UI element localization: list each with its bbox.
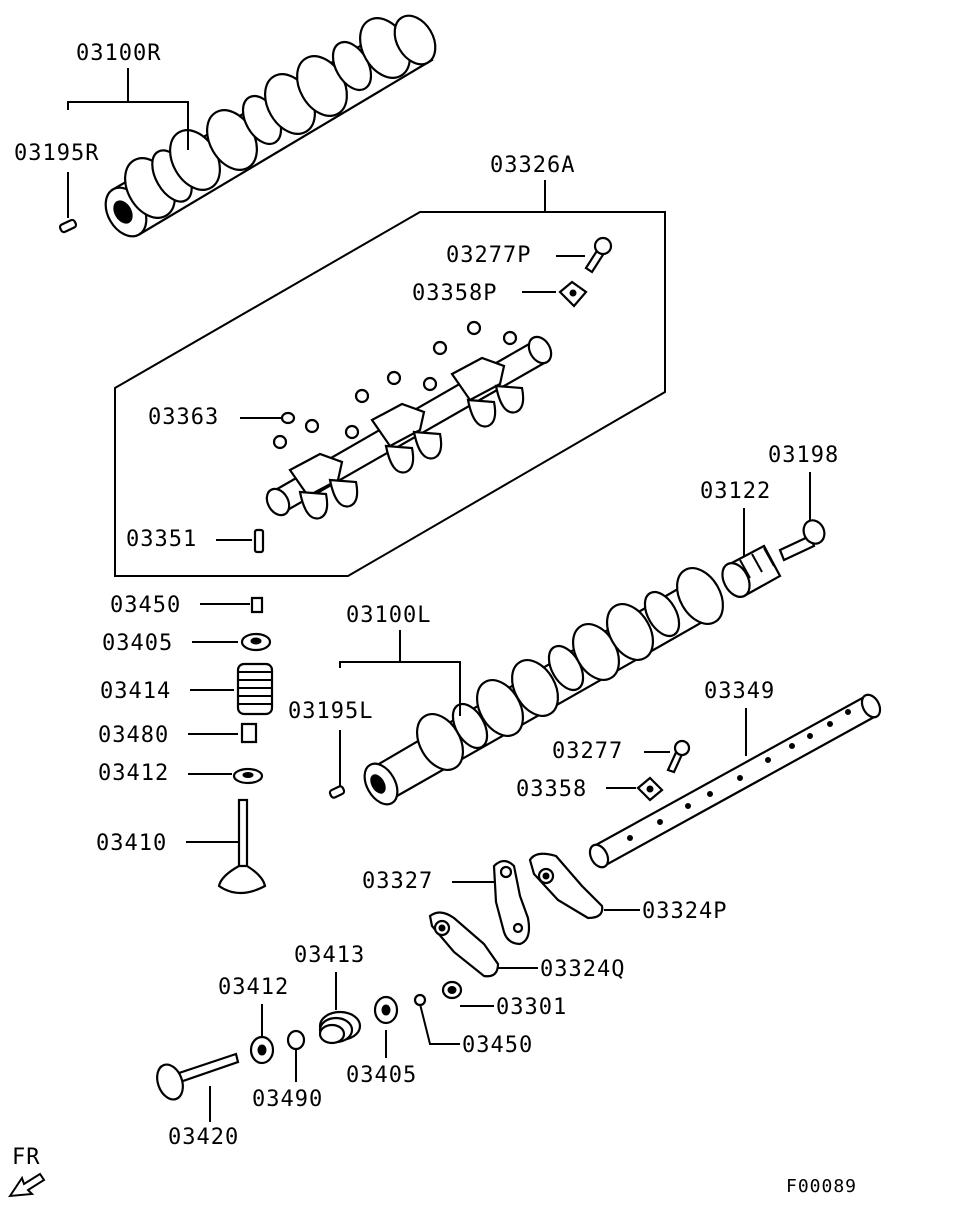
screw-03351-part (253, 528, 265, 554)
leader-retainer-lock-bottom (419, 1003, 460, 1045)
label-camshaft-left: 03100L (346, 603, 431, 628)
leader-camshaft-right-2 (128, 101, 189, 150)
label-retainer-lock-bottom: 03450 (462, 1033, 533, 1058)
sprocket-03122-part (721, 544, 782, 598)
label-stem-seal-exhaust: 03480 (98, 723, 169, 748)
direction-label: FR (12, 1145, 41, 1170)
label-spring-intake: 03413 (294, 943, 365, 968)
retainer-lock-bottom-part (413, 993, 427, 1007)
label-adjuster-03301: 03301 (496, 995, 567, 1020)
leader-camshaft-left (339, 630, 401, 668)
figure-code: F00089 (786, 1176, 857, 1197)
direction-arrow-icon (8, 1172, 46, 1198)
intake-valve-part (156, 1052, 240, 1101)
washer-03358-part (636, 776, 664, 802)
stem-seal-exhaust-part (240, 722, 258, 744)
bolt-03198-part (778, 519, 826, 562)
leader-camshaft-right (67, 68, 129, 110)
dowel-pin-right-part (58, 218, 78, 234)
label-bolt-03277: 03277 (552, 739, 623, 764)
adjuster-03301-part (441, 980, 463, 1000)
bolt-03277p-part (584, 236, 613, 274)
rocker-arm-03324q-part (428, 911, 500, 978)
label-rocker-arm-03327: 03327 (362, 869, 433, 894)
label-bolt-03198: 03198 (768, 443, 839, 468)
rocker-arm-03324p-part (528, 852, 604, 920)
label-retainer-lock-top: 03450 (110, 593, 181, 618)
label-washer-03358: 03358 (516, 777, 587, 802)
retainer-top-part (240, 632, 272, 652)
label-stem-seal-intake: 03490 (252, 1087, 323, 1112)
rocker-assembly-frame (114, 211, 666, 577)
label-washer-03358p: 03358P (412, 281, 497, 306)
spring-exhaust-part (236, 662, 274, 716)
spring-intake-part (318, 1010, 362, 1045)
label-screw-03351: 03351 (126, 527, 197, 552)
stem-seal-intake-part (286, 1029, 306, 1051)
label-rocker-arm-03324p: 03324P (642, 899, 727, 924)
label-dowel-pin-right: 03195R (14, 141, 99, 166)
label-camshaft-right: 03100R (76, 41, 161, 66)
label-intake-valve: 03420 (168, 1125, 239, 1150)
bolt-03277-part (666, 739, 691, 774)
label-rocker-shaft: 03349 (704, 679, 775, 704)
label-retainer-top: 03405 (102, 631, 173, 656)
retainer-bottom-part (373, 995, 399, 1025)
spring-seat-exhaust-part (232, 767, 264, 785)
label-rocker-arm-03324q: 03324Q (540, 957, 625, 982)
leader-camshaft-left-2 (400, 661, 461, 716)
dowel-pin-left-part (328, 785, 346, 799)
label-rocker-arm-assembly: 03326A (490, 153, 575, 178)
rocker-arm-assembly-part (265, 320, 553, 520)
retainer-lock-top-part (250, 596, 264, 614)
label-dowel-pin-left: 03195L (288, 699, 373, 724)
label-spring-seat-intake: 03412 (218, 975, 289, 1000)
label-retainer-bottom: 03405 (346, 1063, 417, 1088)
label-sprocket-03122: 03122 (700, 479, 771, 504)
rocker-arm-03327-part (492, 859, 531, 946)
label-clip-03363: 03363 (148, 405, 219, 430)
label-bolt-03277p: 03277P (446, 243, 531, 268)
label-exhaust-valve: 03410 (96, 831, 167, 856)
washer-03358p-part (558, 280, 588, 308)
label-spring-seat-exhaust: 03412 (98, 761, 169, 786)
camshaft-right-part (104, 14, 437, 238)
rocker-shaft-part (588, 693, 882, 869)
exhaust-valve-part (217, 798, 267, 895)
clip-03363-part (280, 411, 296, 425)
camshaft-left-part (363, 567, 725, 806)
spring-seat-intake-part (249, 1035, 275, 1065)
label-spring-exhaust: 03414 (100, 679, 171, 704)
